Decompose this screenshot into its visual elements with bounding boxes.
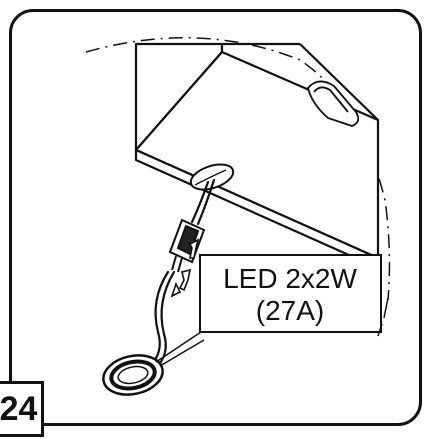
callout-line-1: LED 2x2W [223, 263, 357, 294]
cabinet-underside [134, 42, 380, 270]
callout-line-2: (27A) [256, 295, 324, 326]
side-recess [307, 80, 360, 127]
detail-circle-outline [85, 37, 391, 301]
callout-leaders [155, 329, 205, 367]
connect-arrows [170, 238, 200, 298]
cable-hole [189, 163, 235, 191]
led-spotlight [102, 354, 164, 396]
step-frame [9, 9, 422, 426]
step-number-badge: 24 [0, 381, 44, 437]
step-number: 24 [0, 389, 38, 428]
detail-marks [377, 297, 389, 337]
cable-connector [168, 218, 206, 273]
callout-box: LED 2x2W (27A) [199, 254, 382, 333]
led-cable [148, 178, 216, 370]
